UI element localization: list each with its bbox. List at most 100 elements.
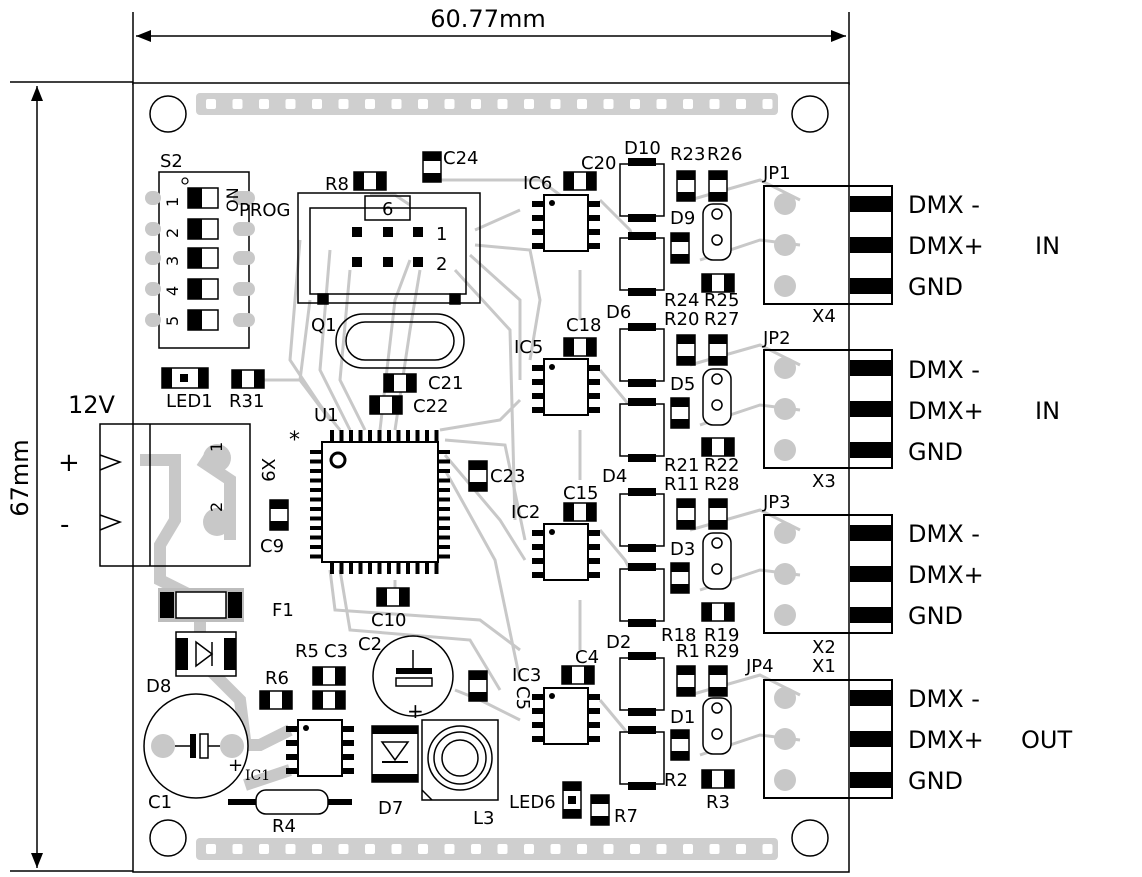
label-c2-plus: + [407,699,424,723]
label-r3: R3 [706,792,730,813]
label-x2: X2 [812,637,836,658]
x4-direction: IN [1035,232,1060,260]
label-c1-plus: + [228,755,243,776]
dip-pos-1: 1 [163,197,182,207]
label-r18: R18 [661,625,696,646]
power-minus: - [60,510,69,540]
label-led6: LED6 [509,792,556,813]
label-jp1: JP1 [762,163,791,184]
label-c5: C5 [512,686,533,710]
label-r5: R5 [295,641,319,662]
label-ic5: IC5 [514,337,543,358]
power-plus: + [58,448,80,478]
label-d7: D7 [378,798,403,819]
label-d6: D6 [606,302,631,323]
prog-header-pins [352,227,423,267]
label-x3: X3 [812,471,836,492]
smd-parts-horizontal [231,171,735,789]
jumpers [702,203,732,755]
x3-direction: IN [1035,397,1060,425]
x3-pin-gnd: GND [908,438,963,466]
label-c18: C18 [566,315,601,336]
label-c24: C24 [443,148,478,169]
label-r8: R8 [325,174,349,195]
dip-pos-5: 5 [163,316,182,326]
label-r26: R26 [707,144,742,165]
label-c20: C20 [581,153,616,174]
label-d10: D10 [624,138,661,159]
label-ic1: IC1 [245,768,270,784]
dip-on-label: ON [223,187,242,212]
label-l3: L3 [473,808,494,829]
x4-pin-gnd: GND [908,273,963,301]
label-r28: R28 [704,474,739,495]
label-r11: R11 [664,474,699,495]
label-r27: R27 [704,309,739,330]
dmx-connector-labels: DMX - DMX+ GND IN DMX - DMX+ GND IN DMX … [908,191,1072,795]
label-c9: C9 [260,536,284,557]
label-jp4: JP4 [745,656,774,677]
label-r19: R19 [704,625,739,646]
prog-pin1: 1 [436,224,447,245]
dip-pos-4: 4 [163,286,182,296]
resistor-r4 [228,789,352,815]
x3-pin-dmx-plus: DMX+ [908,397,984,425]
label-led1: LED1 [166,391,213,412]
label-r22: R22 [704,455,739,476]
prog-pin6: 6 [382,199,393,220]
edge-pads [196,93,778,860]
x2-pin-dmx-minus: DMX - [908,520,980,548]
label-d4: D4 [602,466,627,487]
label-u1: U1 [314,405,339,426]
diode-d8 [175,631,237,677]
label-d1: D1 [670,707,695,728]
x1-direction: OUT [1021,726,1072,754]
label-r24: R24 [664,290,699,311]
prog-label: PROG [239,200,290,221]
label-x1: X1 [812,656,836,677]
voltage-label: 12V [68,391,116,419]
s2-ref: S2 [160,151,183,172]
label-star: * [289,428,300,453]
inductor-l3 [421,719,499,801]
x1-pin-dmx-plus: DMX+ [908,726,984,754]
label-c21: C21 [428,373,463,394]
label-r29: R29 [704,641,739,662]
label-c15: C15 [563,483,598,504]
crystal-q1 [335,313,465,369]
reference-labels: R8 C24 C20 IC6 D10 R23 R26 D9 D6 R24 R25… [146,138,836,837]
diode-d7 [371,725,419,783]
x9-ref: X9 [257,458,278,482]
label-d8: D8 [146,676,171,697]
label-c3: C3 [324,641,348,662]
height-dimension: 67mm [6,439,34,516]
label-r20: R20 [664,309,699,330]
label-jp3: JP3 [762,492,791,513]
label-jp2: JP2 [762,328,791,349]
dimension-lines [10,12,850,872]
x4-pin-dmx-minus: DMX - [908,191,980,219]
mounting-holes [149,95,829,857]
label-d5: D5 [670,374,695,395]
label-c23: C23 [490,466,525,487]
label-d3: D3 [670,539,695,560]
x9-pin2: 2 [207,502,226,512]
prog-header [297,192,481,305]
label-r25: R25 [704,290,739,311]
label-c10: C10 [371,610,406,631]
label-r31: R31 [229,391,264,412]
fuse-f1 [158,588,244,622]
led6 [562,781,582,819]
label-c4: C4 [575,647,599,668]
label-ic2: IC2 [511,502,540,523]
dip-pos-2: 2 [163,228,182,238]
label-r6: R6 [265,668,289,689]
label-c22: C22 [413,396,448,417]
label-c2: C2 [358,634,382,655]
microcontroller-u1 [310,430,450,574]
label-f1: F1 [272,600,294,621]
label-d2: D2 [606,632,631,653]
smd-parts-vertical [269,151,728,826]
label-r21: R21 [664,455,699,476]
